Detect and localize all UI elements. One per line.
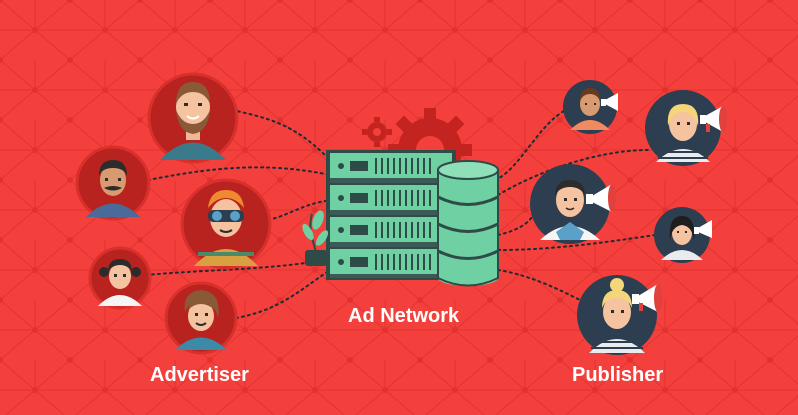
advertiser-avatar-bearded-man: [147, 72, 239, 164]
connector-advertiser-5: [235, 269, 331, 319]
server-unit: [330, 185, 452, 215]
connector-publisher-2: [497, 149, 649, 196]
megaphone-icon: [700, 106, 727, 132]
publisher-label: Publisher: [572, 364, 664, 386]
advertiser-label: Advertiser: [150, 364, 249, 386]
publisher-avatar-man-shirt: [530, 164, 610, 244]
connector-advertiser-1: [231, 109, 331, 161]
publisher-avatar-bun-hair-woman: [577, 275, 657, 355]
server-unit: [330, 249, 452, 278]
megaphone-icon: [586, 184, 616, 212]
megaphone-icon: [632, 284, 662, 312]
connector-publisher-4: [497, 234, 656, 251]
connector-advertiser-4: [145, 261, 313, 276]
advertiser-avatar-goggles-man: [180, 178, 272, 270]
publisher-avatar-man: [563, 80, 617, 134]
server-unit: [330, 153, 452, 183]
connector-publisher-5: [497, 269, 581, 301]
megaphone-icon: [601, 93, 618, 111]
publisher-avatar-dark-hair-woman: [654, 207, 710, 263]
advertiser-avatar-woman-pigtails: [88, 246, 152, 310]
connector-advertiser-3: [267, 199, 331, 221]
advertiser-avatar-mustache-man: [75, 145, 151, 221]
ad-network-label: Ad Network: [348, 305, 460, 327]
server-unit: [330, 217, 452, 247]
potted-plant-icon: [302, 210, 329, 266]
small-gear-icon: [362, 117, 392, 147]
connector-advertiser-2: [147, 166, 331, 181]
advertiser-avatar-woman: [164, 281, 238, 355]
connector-publisher-1: [494, 107, 571, 181]
server-rack-icon: [326, 150, 456, 280]
publisher-avatar-blonde-woman: [645, 90, 721, 166]
megaphone-icon: [694, 220, 712, 238]
database-cylinder-icon: [437, 160, 499, 287]
